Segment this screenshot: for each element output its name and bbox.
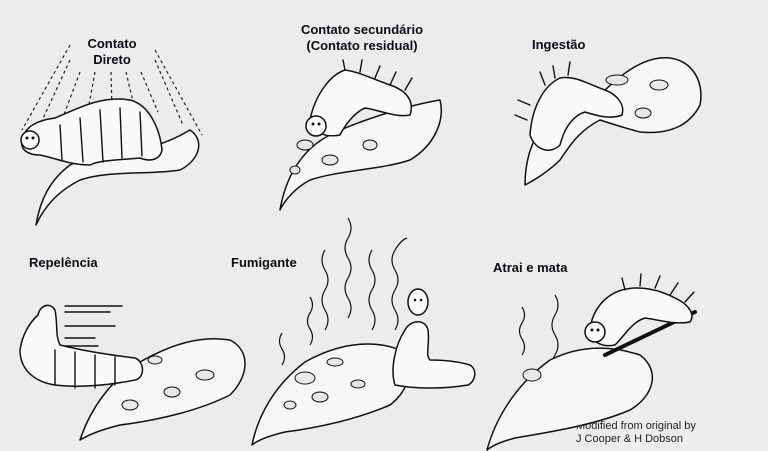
credit-line: Modified from original by (576, 420, 696, 432)
label-contato-direto: Contato Direto (72, 36, 152, 68)
label-ingestao: Ingestão (532, 37, 585, 53)
caterpillar-ingestion-illustration (514, 57, 702, 186)
caterpillar-fumigant-illustration (251, 217, 476, 446)
label-line: (Contato residual) (306, 38, 418, 53)
label-fumigante: Fumigante (231, 255, 297, 271)
label-line: Fumigante (231, 255, 297, 270)
label-line: Direto (93, 52, 131, 67)
credit-line: J Cooper & H Dobson (576, 433, 683, 445)
label-atrai-e-mata: Atrai e mata (493, 260, 567, 276)
caterpillar-direct-contact-illustration (20, 44, 203, 226)
label-line: Contato secundário (300, 22, 424, 37)
caterpillar-repellency-illustration (19, 304, 246, 441)
label-line: Atrai e mata (493, 260, 568, 275)
label-line: Ingestão (532, 37, 586, 52)
caterpillar-attract-and-kill-illustration (486, 273, 697, 451)
label-line: Repelência (29, 255, 98, 270)
label-contato-secundario: Contato secundário (Contato residual) (284, 22, 440, 54)
label-repelencia: Repelência (29, 255, 98, 271)
credit-text: Modified from original by J Cooper & H D… (576, 420, 696, 446)
caterpillar-residual-contact-illustration (279, 59, 442, 211)
label-line: Contato (87, 36, 137, 51)
